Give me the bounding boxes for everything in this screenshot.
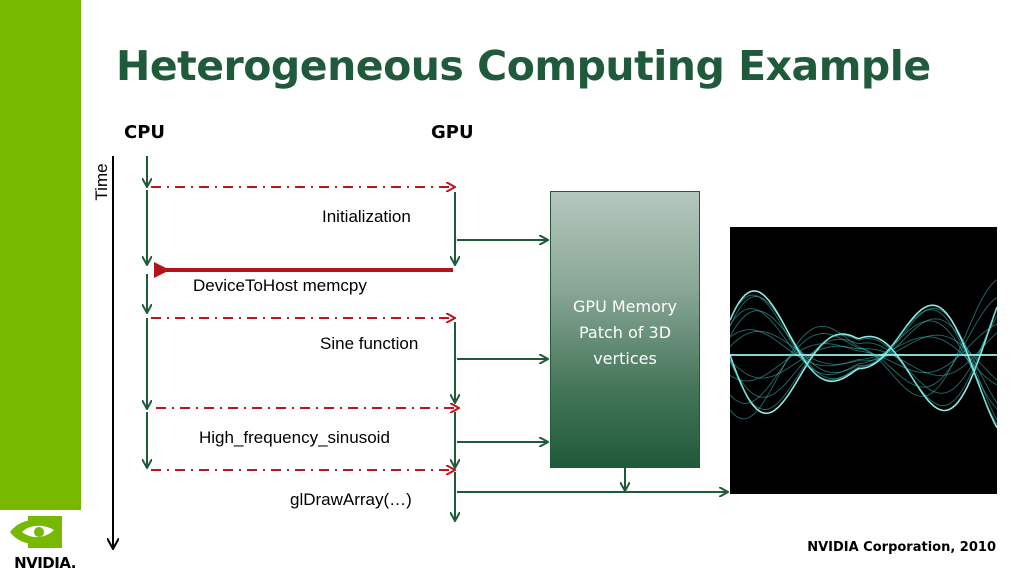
step-draw: glDrawArray(…): [290, 490, 412, 509]
step-sine: Sine function: [320, 334, 419, 353]
wave-strand: [729, 294, 998, 425]
nvidia-eye-icon: [10, 516, 62, 548]
step-hf-sinusoid: High_frequency_sinusoid: [199, 428, 390, 447]
cpu-label: CPU: [124, 122, 166, 143]
wave-strand: [729, 279, 998, 420]
wave-mesh-graphic: [729, 279, 998, 429]
step-initialization: Initialization: [322, 207, 411, 226]
gpu-memory-text: GPU Memory Patch of 3D vertices: [551, 294, 699, 372]
footer-copyright: NVIDIA Corporation, 2010: [807, 540, 996, 555]
step-memcpy: DeviceToHost memcpy: [193, 276, 367, 295]
slide-title: Heterogeneous Computing Example: [116, 42, 931, 90]
memory-line: vertices: [593, 349, 657, 368]
wave-strand: [729, 290, 998, 429]
wave-strand: [729, 315, 998, 398]
nvidia-logo: NVIDIA.: [4, 512, 82, 574]
gpu-memory-box: GPU Memory Patch of 3D vertices: [550, 191, 700, 468]
wave-strand: [729, 297, 998, 404]
logo-wordmark: NVIDIA.: [14, 554, 76, 572]
wave-strand: [729, 323, 998, 382]
wave-strand: [729, 308, 998, 410]
green-sidebar: [0, 0, 81, 510]
wave-strand: [729, 306, 998, 410]
memory-line: GPU Memory: [573, 297, 677, 316]
wave-strand: [729, 306, 998, 415]
wave-strand: [729, 329, 998, 386]
sine-wave-visualization: [729, 227, 998, 494]
gpu-label: GPU: [431, 122, 474, 143]
wave-strand: [729, 330, 998, 381]
memory-line: Patch of 3D: [578, 323, 672, 342]
